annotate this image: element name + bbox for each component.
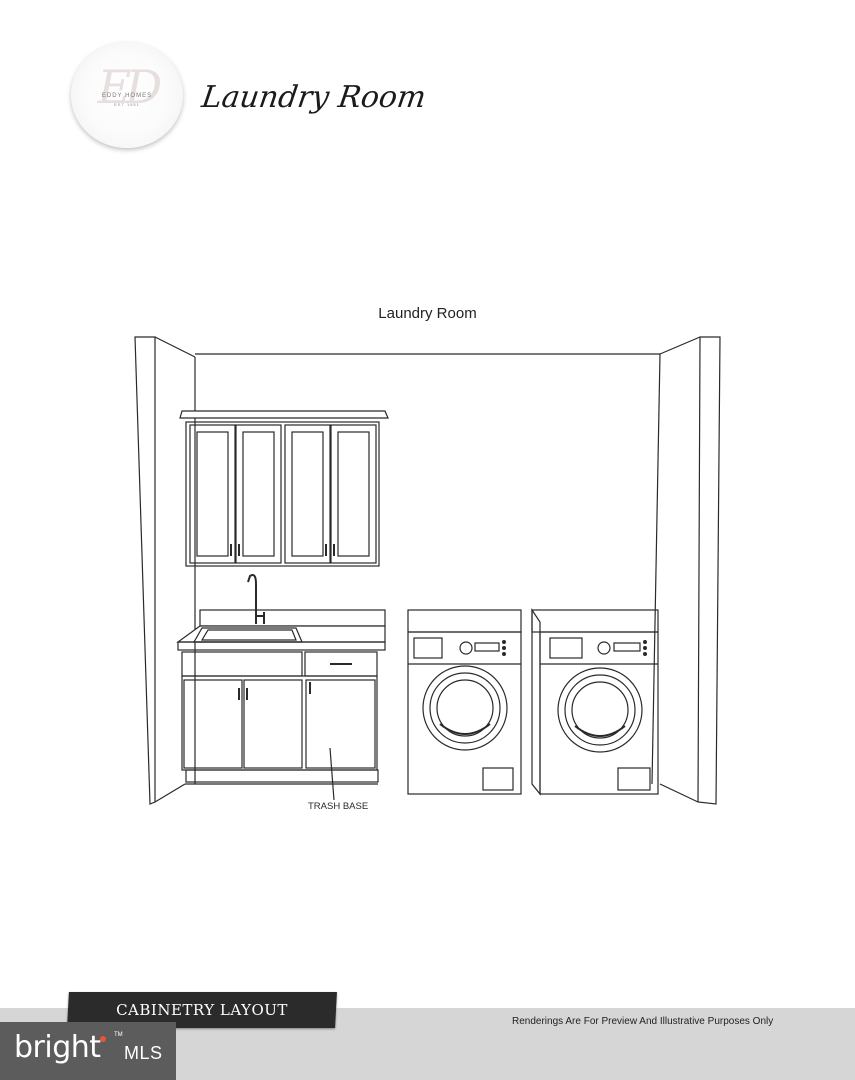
washer-right <box>531 608 659 796</box>
right-wall <box>651 336 721 805</box>
logo-monogram: ED <box>97 60 162 114</box>
sink-base-cabinet <box>176 609 386 801</box>
left-wall <box>134 336 196 805</box>
mls-trademark: TM <box>114 1032 123 1038</box>
faucet <box>247 574 265 624</box>
mls-suffix: MLS <box>124 1043 163 1063</box>
washer-left <box>407 609 522 795</box>
logo-established: EST 1951 <box>114 102 140 107</box>
mls-watermark <box>0 1022 176 1080</box>
laundry-room-elevation: TRASH BASE <box>134 336 721 812</box>
upper-cabinets <box>179 410 389 567</box>
trash-base-label: TRASH BASE <box>308 801 368 812</box>
mls-accent-dot <box>100 1036 106 1042</box>
logo-company-name: EDDY HOMES <box>101 93 153 99</box>
page-title: Laundry Room <box>199 80 429 115</box>
company-logo: ED EDDY HOMES EST 1951 <box>71 42 183 148</box>
mls-brand: bright <box>14 1030 101 1065</box>
drawing-title: Laundry Room <box>378 305 477 322</box>
section-label: CABINETRY LAYOUT <box>116 1001 288 1019</box>
disclaimer-text: Renderings Are For Preview And Illustrat… <box>512 1016 774 1027</box>
